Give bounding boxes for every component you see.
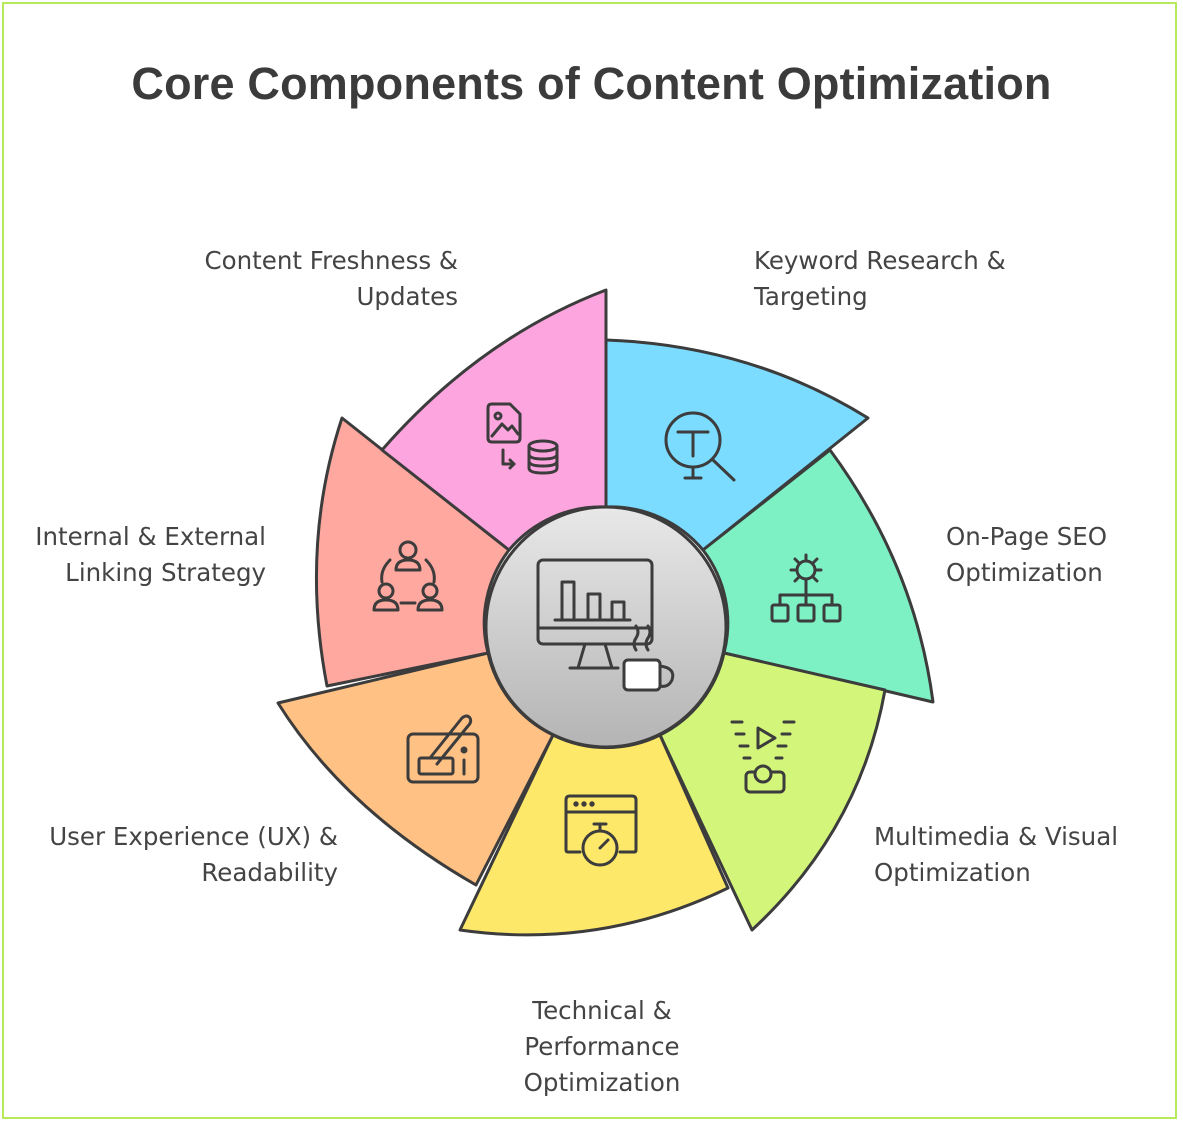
label-ux-line-1: User Experience (UX) & (49, 822, 338, 851)
label-linking-line-1: Internal & External (35, 522, 266, 551)
page-title: Core Components of Content Optimization (131, 58, 1052, 109)
label-onpage: On-Page SEO Optimization (946, 519, 1107, 591)
segment-onpage (701, 448, 935, 704)
label-onpage-line-1: On-Page SEO (946, 522, 1108, 551)
label-technical-line-3: Optimization (523, 1068, 681, 1097)
design-tablet-icon (406, 714, 480, 784)
gear-sitemap-icon (770, 553, 842, 623)
monitor-coffee-icon (536, 558, 675, 692)
label-freshness: Content Freshness & Updates (140, 243, 458, 315)
label-linking: Internal & External Linking Strategy (8, 519, 266, 591)
label-multimedia-line-2: Optimization (874, 858, 1031, 887)
label-onpage-line-2: Optimization (946, 558, 1103, 587)
label-keyword: Keyword Research & Targeting (754, 243, 1006, 315)
projector-icon (730, 720, 796, 794)
browser-stopwatch-icon (564, 794, 638, 867)
label-technical-line-2: Performance (524, 1032, 680, 1061)
label-ux: User Experience (UX) & Readability (18, 819, 338, 891)
label-ux-line-2: Readability (201, 858, 338, 887)
segment-freshness (380, 288, 608, 552)
label-technical: Technical & Performance Optimization (482, 993, 722, 1101)
label-linking-line-2: Linking Strategy (65, 558, 266, 587)
text-search-icon (664, 411, 736, 482)
label-multimedia: Multimedia & Visual Optimization (874, 819, 1118, 891)
label-keyword-line-1: Keyword Research & (754, 246, 1006, 275)
label-keyword-line-2: Targeting (754, 282, 868, 311)
team-network-icon (372, 540, 444, 612)
image-database-icon (486, 402, 559, 475)
label-multimedia-line-1: Multimedia & Visual (874, 822, 1119, 851)
label-technical-line-1: Technical & (532, 996, 672, 1025)
label-freshness-line-2: Updates (356, 282, 459, 311)
label-freshness-line-1: Content Freshness & (204, 246, 458, 275)
segment-linking (314, 416, 511, 688)
